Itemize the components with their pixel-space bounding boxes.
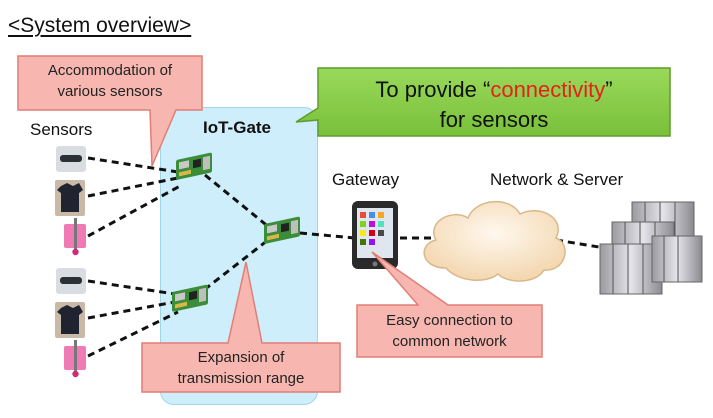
cloud-icon [423,200,566,282]
headline-line1: To provide “connectivity” [318,75,670,105]
callout-sensors-bubble [17,55,203,167]
iot-board-icon-2 [264,216,300,244]
network-server-label: Network & Server [490,170,624,189]
sensors-label: Sensors [30,120,93,139]
callout-transmission-line2: transmission range [177,370,305,387]
server-rack-icon [599,201,703,295]
iot-board-icon [176,152,212,180]
headline-text: To provide “connectivity” for sensors [318,68,670,136]
wristband-sensor-icon-2 [56,268,86,294]
callout-sensors-line2: various sensors [57,83,163,100]
callout-transmission-text: Expansion of transmission range [142,347,340,389]
gateway-tablet-icon [352,201,398,269]
iot-gate-label: IoT-Gate [203,118,272,137]
headline-part1: To provide “ [375,77,491,102]
callout-sensors-line1: Accommodation of [47,62,173,79]
wristband-sensor-icon [56,146,86,172]
headline-line2: for sensors [439,107,549,132]
connection-lines [87,156,606,358]
iot-board-icon-3 [172,284,208,312]
callout-transmission-bubble [141,261,341,393]
headline-callout-bubble [295,67,671,137]
thermometer-sensor-icon-2 [64,340,86,378]
callout-sensors-text: Accommodation of various sensors [18,60,202,102]
callout-transmission-line1: Expansion of [197,349,285,366]
headline-highlight: connectivity [490,77,606,102]
gateway-label: Gateway [332,170,400,189]
callout-connection-line2: common network [392,333,507,350]
callout-connection-bubble [356,251,543,358]
thermometer-sensor-icon [64,218,86,256]
shirt-sensor-icon-2 [55,302,85,338]
diagram-title: <System overview> [8,14,192,37]
shirt-sensor-icon [55,180,85,216]
callout-connection-text: Easy connection to common network [357,310,542,352]
callout-connection-line1: Easy connection to [386,312,513,329]
headline-part2: ” [605,77,613,102]
